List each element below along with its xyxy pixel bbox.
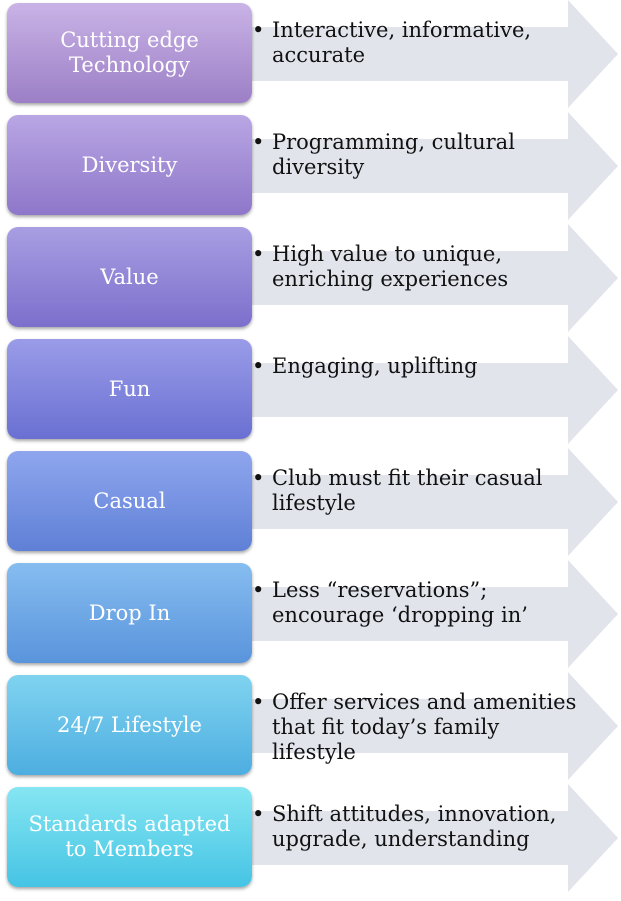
category-box: Value — [7, 227, 252, 327]
detail-list: Shift attitudes, innovation, upgrade, un… — [252, 802, 582, 852]
category-box: Fun — [7, 339, 252, 439]
row-diversity: Diversity Programming, cultural diversit… — [0, 112, 621, 224]
detail-list: Club must fit their casual lifestyle — [252, 466, 582, 516]
detail-item: Interactive, informative, accurate — [252, 18, 582, 68]
detail-list: Offer services and amenities that fit to… — [252, 690, 582, 765]
category-box: 24/7 Lifestyle — [7, 675, 252, 775]
row-technology: Cutting edge Technology Interactive, inf… — [0, 0, 621, 112]
detail-item: Engaging, uplifting — [252, 354, 582, 379]
detail-item: Less “reservations”; encourage ‘dropping… — [252, 578, 582, 628]
row-casual: Casual Club must fit their casual lifest… — [0, 448, 621, 560]
detail-item: Programming, cultural diversity — [252, 130, 582, 180]
arrow-shape — [246, 336, 618, 444]
detail-list: High value to unique, enriching experien… — [252, 242, 582, 292]
arrow-polygon — [246, 336, 618, 444]
row-fun: Fun Engaging, uplifting — [0, 336, 621, 448]
row-standards: Standards adapted to Members Shift attit… — [0, 784, 621, 896]
category-box: Casual — [7, 451, 252, 551]
row-drop-in: Drop In Less “reservations”; encourage ‘… — [0, 560, 621, 672]
detail-item: High value to unique, enriching experien… — [252, 242, 582, 292]
detail-item: Offer services and amenities that fit to… — [252, 690, 582, 765]
detail-item: Shift attitudes, innovation, upgrade, un… — [252, 802, 582, 852]
detail-list: Engaging, uplifting — [252, 354, 582, 379]
row-lifestyle: 24/7 Lifestyle Offer services and amenit… — [0, 672, 621, 784]
category-box: Cutting edge Technology — [7, 3, 252, 103]
row-value: Value High value to unique, enriching ex… — [0, 224, 621, 336]
arrow-svg — [246, 336, 618, 444]
detail-list: Less “reservations”; encourage ‘dropping… — [252, 578, 582, 628]
detail-list: Programming, cultural diversity — [252, 130, 582, 180]
detail-item: Club must fit their casual lifestyle — [252, 466, 582, 516]
detail-list: Interactive, informative, accurate — [252, 18, 582, 68]
category-box: Diversity — [7, 115, 252, 215]
category-box: Standards adapted to Members — [7, 787, 252, 887]
category-box: Drop In — [7, 563, 252, 663]
